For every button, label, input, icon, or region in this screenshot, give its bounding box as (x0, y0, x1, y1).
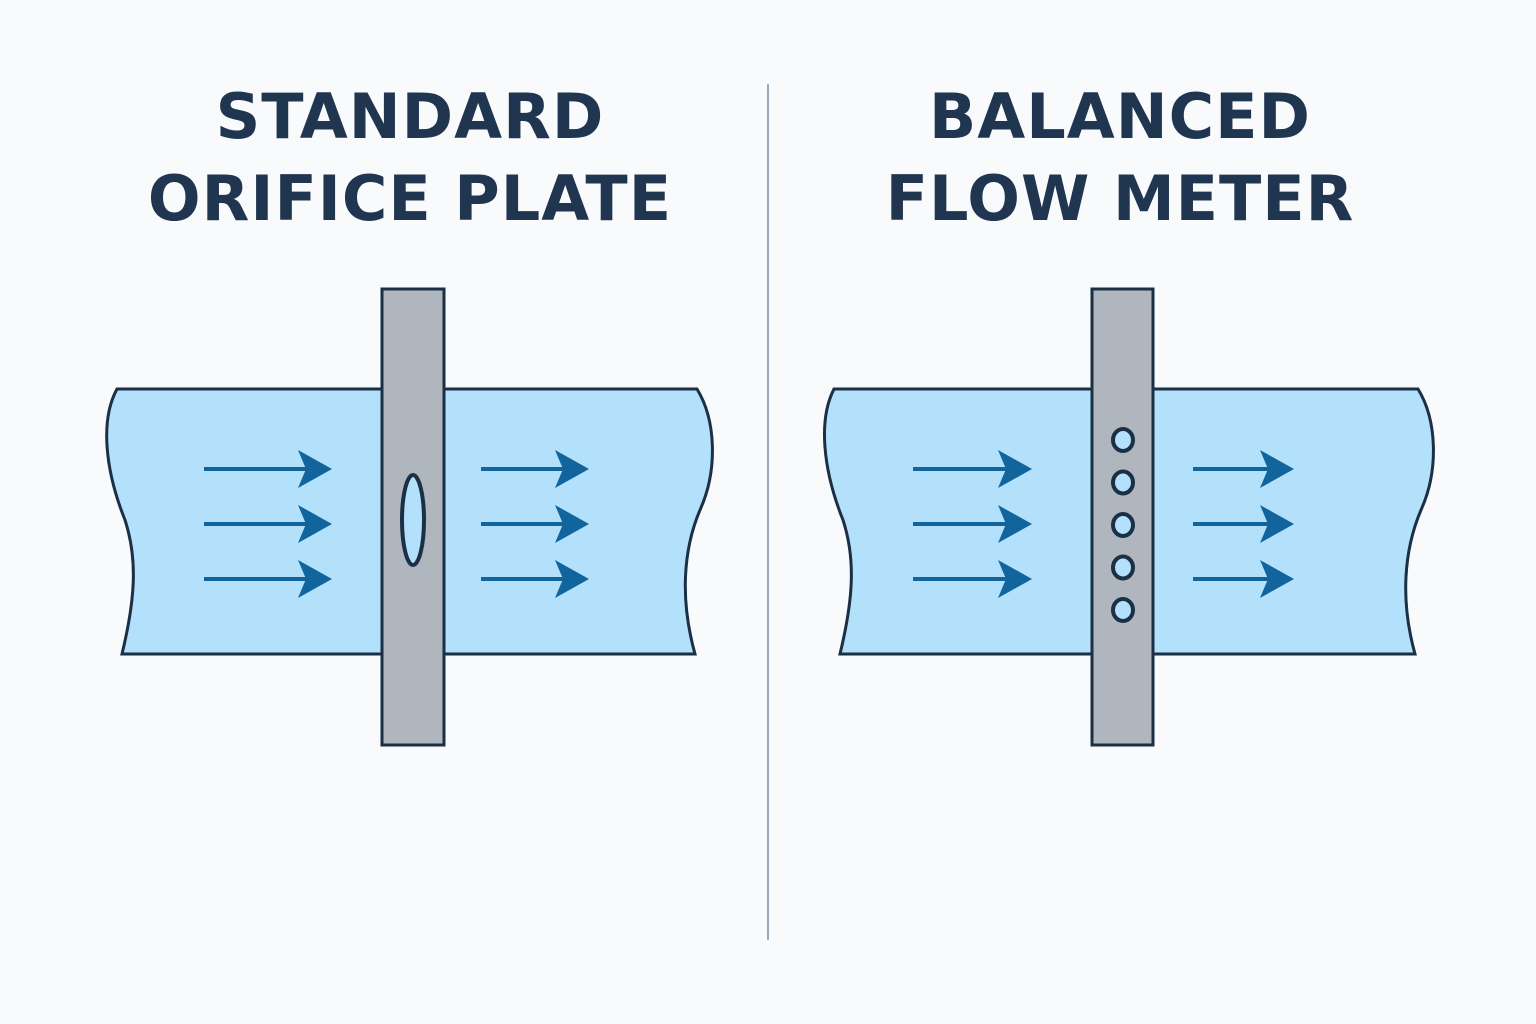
flow-arrow-icon (1260, 450, 1294, 488)
flow-arrow-icon (298, 450, 332, 488)
flow-arrow-icon (1260, 505, 1294, 543)
plate-hole (1111, 597, 1135, 623)
standard-orifice-diagram (105, 287, 714, 747)
standard-orifice-plate-title: STANDARD ORIFICE PLATE (100, 76, 720, 240)
title-line-2: ORIFICE PLATE (147, 162, 673, 235)
plate-hole (1111, 469, 1135, 496)
flow-arrow-icon (998, 505, 1032, 543)
flow-arrow-icon (998, 560, 1032, 598)
balanced-flow-meter-diagram (823, 287, 1435, 747)
flow-arrow-icon (298, 560, 332, 598)
flow-arrow-icon (298, 505, 332, 543)
title-line-1: STANDARD (215, 80, 605, 153)
plate-hole (1111, 427, 1135, 453)
flow-arrow-icon (555, 505, 589, 543)
title-line-1: BALANCED (929, 80, 1311, 153)
orifice-hole (400, 473, 426, 567)
flow-arrow-icon (555, 450, 589, 488)
flow-arrow-icon (555, 560, 589, 598)
balanced-flow-meter-title: BALANCED FLOW METER (820, 76, 1420, 240)
plate-hole (1111, 554, 1135, 581)
title-line-2: FLOW METER (885, 162, 1355, 235)
plate-hole (1111, 512, 1135, 538)
panel-divider (767, 84, 769, 940)
flow-arrow-icon (998, 450, 1032, 488)
flow-arrow-icon (1260, 560, 1294, 598)
